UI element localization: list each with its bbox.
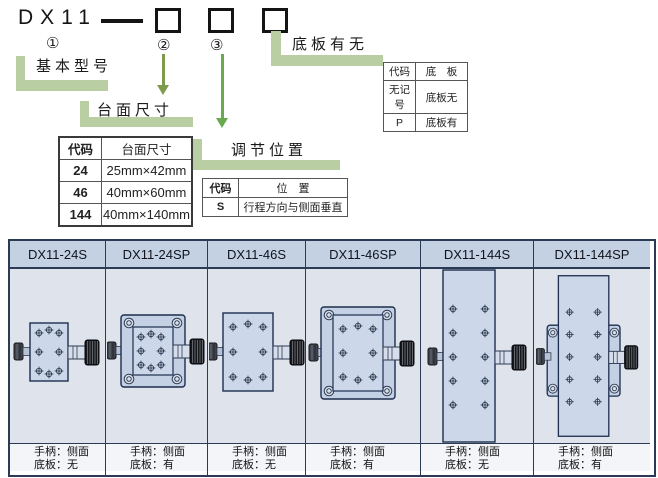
circled-number-3: ③ — [210, 37, 224, 54]
product-column: DX11-46S 手柄：侧面 底板：无 — [208, 241, 306, 475]
handle-note: 手柄：侧面 — [232, 446, 287, 458]
product-notes: 手柄：侧面 底板：有 — [106, 443, 207, 471]
size-table-header-code: 代码 — [58, 136, 102, 160]
baseplate-table-cell: 底板无 — [415, 80, 468, 114]
baseplate-note: 底板：无 — [445, 458, 489, 471]
product-notes: 手柄：侧面 底板：无 — [421, 443, 533, 471]
label-table-size: 台面尺寸 — [97, 102, 174, 119]
baseplate-table: 代码 底 板 无记号 底板无 P 底板有 — [383, 62, 468, 132]
product-model: DX11-144S — [421, 241, 533, 269]
dash-line — [101, 19, 143, 23]
code-box-2 — [155, 8, 181, 33]
product-column: DX11-24S 手柄：侧面 底板：无 — [10, 241, 106, 475]
page-title: DX11 — [18, 6, 97, 29]
position-table-header-code: 代码 — [202, 178, 239, 198]
product-model: DX11-24SP — [106, 241, 207, 269]
product-model: DX11-46SP — [306, 241, 420, 269]
stage-drawing-24sp — [106, 269, 207, 443]
connector-adjust-position — [193, 160, 340, 170]
product-column: DX11-46SP 手柄：侧面 底板：有 — [306, 241, 421, 475]
handle-note: 手柄：侧面 — [34, 446, 89, 458]
baseplate-table-cell: 无记号 — [383, 80, 416, 114]
baseplate-note: 底板：有 — [558, 458, 602, 471]
size-table: 代码 台面尺寸 24 25mm×42mm 46 40mm×60mm 144 40… — [58, 136, 193, 227]
product-column: DX11-144S 手柄：侧面 底板：无 — [421, 241, 534, 475]
baseplate-note: 底板：无 — [232, 458, 276, 471]
product-column: DX11-144SP 手柄：侧面 底板：有 — [534, 241, 650, 475]
size-table-cell: 40mm×60mm — [100, 181, 193, 204]
baseplate-table-cell: P — [383, 113, 416, 132]
label-basic-model: 基本型号 — [36, 58, 113, 75]
baseplate-note: 底板：有 — [330, 458, 374, 471]
handle-note: 手柄：侧面 — [330, 446, 385, 458]
product-model: DX11-144SP — [534, 241, 650, 269]
connector-table-size — [80, 117, 193, 127]
size-table-cell: 46 — [58, 181, 102, 204]
position-table-cell: S — [202, 197, 239, 217]
product-notes: 手柄：侧面 底板：有 — [306, 443, 420, 471]
handle-note: 手柄：侧面 — [130, 446, 185, 458]
baseplate-table-header-plate: 底 板 — [415, 62, 468, 81]
baseplate-note: 底板：无 — [34, 458, 78, 471]
stage-drawing-24s — [10, 269, 105, 443]
product-notes: 手柄：侧面 底板：无 — [10, 443, 105, 471]
circled-number-2: ② — [157, 37, 171, 54]
connector-table-size — [80, 101, 89, 127]
arrow-to-adjust-position — [221, 54, 224, 118]
size-table-cell: 144 — [58, 203, 102, 227]
stage-drawing-144s — [421, 269, 533, 443]
position-table-header-pos: 位 置 — [238, 178, 348, 198]
connector-basic-model — [16, 80, 108, 91]
size-table-cell: 25mm×42mm — [100, 159, 193, 182]
baseplate-table-cell: 底板有 — [415, 113, 468, 132]
product-matrix: DX11-24S 手柄：侧面 底板：无 DX11-24SP — [8, 239, 656, 477]
baseplate-table-header-code: 代码 — [383, 62, 416, 81]
connector-adjust-position — [193, 139, 202, 170]
position-table-cell: 行程方向与侧面垂直 — [238, 197, 348, 217]
arrow-to-table-size-head — [157, 85, 169, 95]
circled-number-1: ① — [46, 35, 60, 52]
stage-drawing-46sp — [306, 269, 420, 443]
size-table-header-size: 台面尺寸 — [100, 136, 193, 160]
handle-note: 手柄：侧面 — [445, 446, 500, 458]
code-box-3 — [208, 8, 234, 33]
connector-base-plate — [271, 31, 281, 66]
handle-note: 手柄：侧面 — [558, 446, 613, 458]
size-table-cell: 24 — [58, 159, 102, 182]
product-notes: 手柄：侧面 底板：无 — [208, 443, 305, 471]
label-adjust-position: 调节位置 — [231, 142, 308, 159]
label-base-plate: 底板有无 — [292, 36, 369, 53]
stage-drawing-144sp — [534, 269, 650, 443]
product-model: DX11-46S — [208, 241, 305, 269]
connector-base-plate — [271, 55, 383, 66]
baseplate-note: 底板：有 — [130, 458, 174, 471]
position-table: 代码 位 置 S 行程方向与侧面垂直 — [202, 178, 348, 217]
arrow-to-table-size — [162, 54, 165, 85]
product-notes: 手柄：侧面 底板：有 — [534, 443, 650, 471]
connector-basic-model — [16, 56, 25, 91]
size-table-cell: 40mm×140mm — [100, 203, 193, 227]
stage-drawing-46s — [208, 269, 305, 443]
product-column: DX11-24SP 手柄：侧面 底板：有 — [106, 241, 208, 475]
code-box-4 — [262, 8, 288, 33]
arrow-to-adjust-position-head — [216, 118, 228, 128]
product-model: DX11-24S — [10, 241, 105, 269]
